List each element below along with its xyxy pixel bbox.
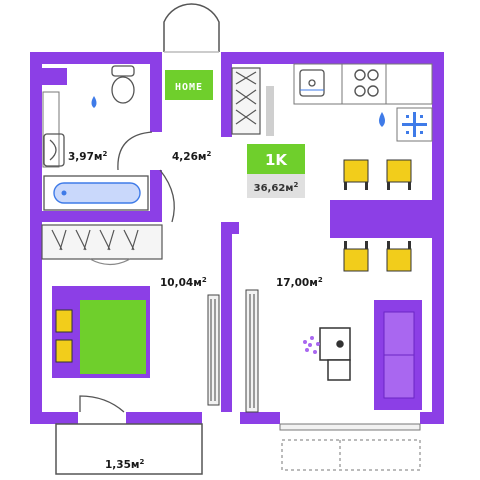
room-area-label: 1,35м2: [105, 458, 145, 471]
wardrobe-icon: [231, 67, 261, 135]
bathroom-shelf: [42, 68, 67, 85]
hallway: HOME 4,26м2: [117, 67, 274, 223]
outer-walls: [30, 52, 444, 424]
living-window: [279, 423, 421, 471]
kitchen-counter: [293, 63, 433, 105]
kitchen: [293, 63, 433, 142]
room-area-label: 3,97м2: [68, 150, 108, 163]
total-area-badge: [247, 174, 305, 198]
sink-icon: [43, 133, 65, 167]
living-area: 17,00м2: [245, 276, 422, 413]
bedroom: 10,04м2: [41, 224, 220, 413]
dining-area: [330, 159, 432, 272]
radiator-icon: [245, 289, 259, 413]
plant-icon: [303, 336, 320, 354]
room-area-label: 17,00м2: [276, 276, 323, 289]
entrance-door: [163, 3, 220, 53]
hallway-partition: [266, 86, 274, 136]
svg-text:1K: 1K: [265, 151, 288, 169]
dining-table: [330, 200, 432, 238]
chair-icon: [343, 159, 412, 272]
bedroom-wardrobe-icon: [41, 224, 163, 266]
radiator-icon: [207, 294, 220, 406]
bathroom-door-arc: [117, 131, 153, 171]
balcony-door-arc: [79, 395, 125, 413]
apartment-badge: 1K 36,62м2: [247, 144, 305, 198]
balcony: 1,35м2: [55, 423, 203, 475]
svg-text:HOME: HOME: [175, 82, 203, 93]
fridge-icon: [396, 107, 433, 142]
bathroom: 3,97м2: [42, 65, 149, 211]
kitchen-sink-icon: [299, 69, 325, 97]
stove-icon: [354, 69, 379, 97]
svg-text:36,62м2: 36,62м2: [254, 181, 299, 194]
home-sign: HOME: [165, 70, 213, 100]
hallway-door-arc: [159, 169, 175, 223]
room-area-label: 10,04м2: [160, 276, 207, 289]
coffee-table-icon: [319, 327, 351, 381]
room-area-label: 4,26м2: [172, 150, 212, 163]
inner-walls: [42, 52, 239, 412]
toilet-icon: [111, 65, 135, 104]
water-drop-icon: [379, 112, 385, 127]
bathroom-cabinet: [42, 91, 60, 168]
bed-icon: [52, 286, 150, 378]
apartment-type-badge: [247, 144, 305, 174]
sofa-icon: [374, 300, 422, 410]
water-drop-icon: [91, 96, 97, 108]
bathtub-icon: [43, 175, 149, 211]
